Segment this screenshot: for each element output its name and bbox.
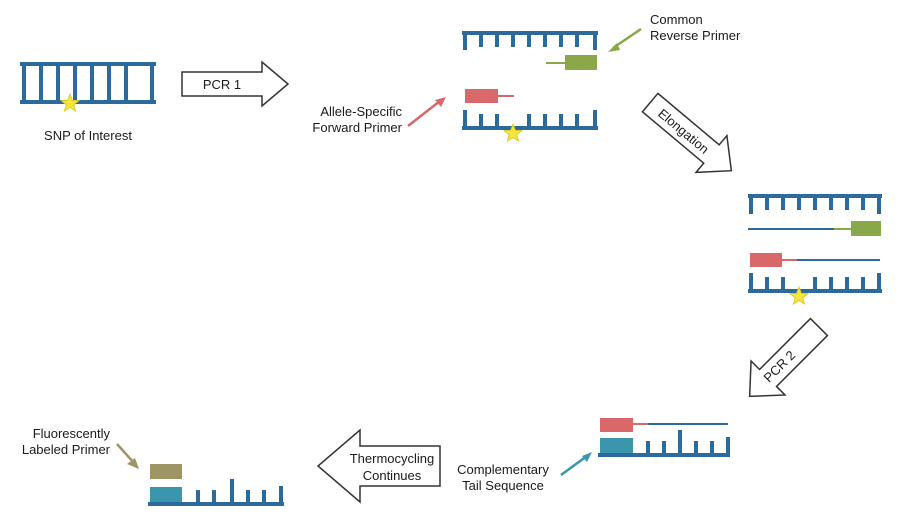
stage3-top-strand (748, 194, 882, 214)
stage2-forward-primer (465, 89, 514, 103)
complementary-label-line1: Complementary (457, 462, 549, 477)
stage2-reverse-primer (546, 55, 597, 70)
process-arrow-icon (316, 428, 441, 504)
snp-star-icon (59, 92, 81, 113)
fluorescent-primer (150, 464, 182, 479)
stage2-top-strand (462, 31, 598, 50)
fluorescent-label-line1: Fluorescently (32, 426, 110, 441)
stage3-elongated-reverse (748, 221, 881, 236)
fluorescent-label-line2: Labeled Primer (21, 442, 110, 457)
pcr2-step-arrow (748, 317, 829, 398)
pointer-arrow-icon (116, 443, 139, 469)
thermocycling-label-line2: Continues (363, 468, 422, 483)
common-reverse-label-line2: Reverse Primer (650, 28, 741, 43)
thermocycling-label-line1: Thermocycling (350, 451, 435, 466)
pointer-arrow-icon (608, 27, 642, 52)
pcr1-label: PCR 1 (203, 77, 241, 92)
snp-label: SNP of Interest (44, 128, 132, 143)
complementary-tail-label: Complementary Tail Sequence (448, 462, 558, 494)
allele-specific-label: Allele-Specific Forward Primer (290, 104, 402, 136)
allele-specific-label-line2: Forward Primer (312, 120, 402, 135)
common-reverse-label-line1: Common (650, 12, 703, 27)
stage3-bottom-strand (748, 273, 882, 293)
snp-double-strand (20, 62, 156, 104)
common-reverse-label: Common Reverse Primer (650, 12, 740, 44)
fluorescent-primer-label: Fluorescently Labeled Primer (4, 426, 110, 458)
snp-star-icon (502, 122, 524, 143)
snp-star-icon (788, 285, 810, 306)
complementary-label-line2: Tail Sequence (462, 478, 544, 493)
process-arrow-icon (748, 317, 829, 398)
process-arrow-icon (181, 60, 290, 108)
stage2-bottom-strand (462, 110, 598, 130)
process-arrow-icon (641, 92, 733, 174)
pcr1-step-arrow: PCR 1 (181, 60, 290, 108)
stage5-strand (148, 479, 284, 506)
stage4-strand-with-primer (600, 418, 728, 432)
allele-specific-label-line1: Allele-Specific (320, 104, 402, 119)
pointer-arrow-icon (407, 97, 446, 127)
stage3-elongated-forward (750, 253, 880, 267)
elongation-step-arrow: Elongation (641, 92, 733, 174)
stage4-bottom-strand (598, 430, 730, 457)
pointer-arrow-icon (560, 452, 592, 477)
thermocycling-step-arrow: Thermocycling Continues (316, 428, 441, 504)
